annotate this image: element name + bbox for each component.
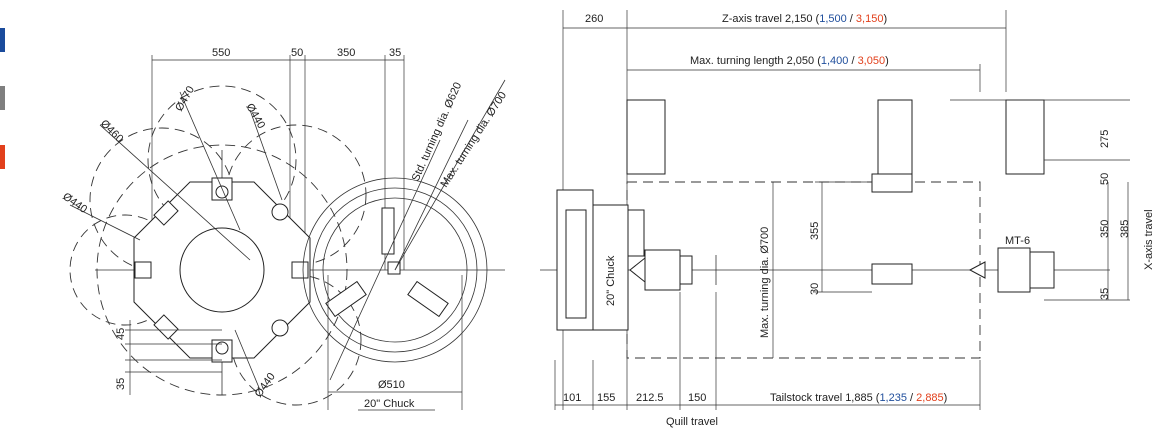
dim-35-side: 35 — [115, 378, 127, 390]
dim-260: 260 — [585, 13, 603, 25]
dim-550: 550 — [212, 47, 230, 59]
dim-155: 155 — [597, 392, 615, 404]
dim-50: 50 — [291, 47, 303, 59]
circle-dia-440-top: Ø440 — [243, 102, 267, 131]
dim-45: 45 — [115, 328, 127, 340]
z-axis-travel: Z-axis travel 2,150 (1,500 / 3,150) — [722, 13, 887, 25]
dim-350-right: 350 — [1099, 220, 1111, 238]
legend-bar-red — [0, 145, 5, 169]
dim-35-right: 35 — [1099, 288, 1111, 300]
dim-350: 350 — [337, 47, 355, 59]
dim-355: 355 — [809, 222, 821, 240]
circle-dia-440-bottom: Ø440 — [253, 371, 278, 400]
dim-385: 385 — [1119, 220, 1131, 238]
dim-275: 275 — [1099, 130, 1111, 148]
x-axis-travel-label: X-axis travel — [1143, 209, 1155, 270]
dim-35: 35 — [389, 47, 401, 59]
dim-150: 150 — [688, 392, 706, 404]
dim-101: 101 — [563, 392, 581, 404]
max-turning-dia-right: Max. turning dia. Ø700 — [759, 227, 771, 338]
mt6-label: MT-6 — [1005, 235, 1030, 247]
right-view: 260 Z-axis travel 2,150 (1,500 / 3,150) … — [540, 10, 1155, 428]
chuck-dia-510: Ø510 — [378, 379, 405, 391]
dim-212-5: 212.5 — [636, 392, 664, 404]
legend-bar-gray — [0, 86, 5, 110]
dim-50-right: 50 — [1099, 173, 1111, 185]
dim-30: 30 — [809, 283, 821, 295]
chuck-body — [592, 204, 629, 331]
circle-dia-470: Ø470 — [173, 84, 197, 113]
tailstock-body — [997, 247, 1031, 293]
legend-bar-blue — [0, 28, 5, 52]
circle-dia-440-left: Ø440 — [60, 191, 89, 216]
left-view: 550 50 350 35 — [60, 47, 509, 411]
chuck-label-left: 20" Chuck — [364, 398, 415, 410]
tailstock-travel: Tailstock travel 1,885 (1,235 / 2,885) — [770, 392, 947, 404]
quill-travel-label: Quill travel — [666, 416, 718, 428]
max-turning-length: Max. turning length 2,050 (1,400 / 3,050… — [690, 55, 889, 67]
chuck-label-right: 20" Chuck — [605, 255, 617, 306]
